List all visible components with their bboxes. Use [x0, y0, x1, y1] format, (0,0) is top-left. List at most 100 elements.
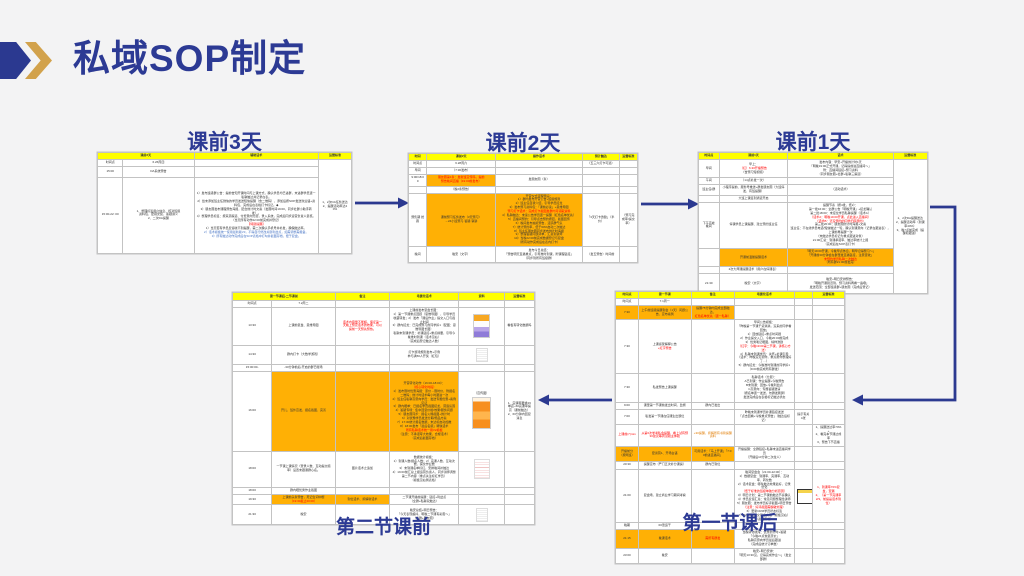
table-cell: 备注	[334, 292, 391, 301]
cell-line: 班主任/群	[702, 187, 716, 192]
table-cell	[811, 304, 846, 321]
table-cell: 大班上课签到通道开启	[718, 195, 789, 204]
table-cell: 1、完课率要求26单店~60完课率提高（课前触达）2、60分钟内回复消息	[503, 370, 536, 452]
table-cell: 可用话术：「马上开课」「7:00前进直播间」	[690, 446, 736, 462]
table-cell: 时间点	[407, 159, 428, 168]
table-cell: 运营标准	[317, 152, 353, 160]
cell-line: 21:15	[623, 536, 631, 541]
cell-line: 话术内容量不能超，保证第一	[342, 319, 382, 324]
cell-line: 时间	[414, 154, 421, 158]
cell-line: 打卡游戏规则发布+示例	[408, 350, 441, 355]
table-cell: DA系统预告	[122, 165, 195, 178]
cell-line: 资料	[478, 293, 485, 298]
cell-line: 1）第一节课重点回顾（思维导图），引导学员收藏转发；2）发布「课后作业」提交入口…	[393, 311, 456, 324]
cell-line: 昨晚未到课学员补课链接发送	[744, 410, 784, 415]
cell-line: 上课感受解释公告	[652, 341, 677, 346]
table-cell: （14点补发一次）	[718, 177, 789, 186]
table-cell	[698, 266, 720, 275]
table-cell: 早间公告模板：「昨晚第一节课干货满满，没来的同学看回放」1）回放链接+重点时间戳…	[734, 319, 795, 375]
table-cell: 7:30	[615, 319, 639, 375]
table-cell: 晚安（文字）	[426, 246, 496, 264]
cell-line: 晚安+明日安排：	[752, 548, 776, 553]
cell-line: 晚课话术	[658, 536, 671, 541]
cell-line: 午间	[705, 178, 712, 183]
table-cell: 23:00	[615, 547, 639, 564]
cell-line: （当天所有动作22:00前完成并登记）	[231, 218, 281, 223]
table-cell	[618, 246, 639, 264]
table-cell: 提醒75分钟内完成全部触达，红色名单优先（逐一私聊）	[690, 304, 736, 321]
cell-line: 【特别提醒】	[247, 222, 266, 227]
table-cell: 1）发布班级群公告：提前告知开课时间与上课方式，确认学员均已进群，未进群学员逐一…	[193, 176, 319, 254]
cell-line: 下午高峰 晚间	[702, 220, 715, 229]
cell-line: 4）答疑专场：集中回复价格/效果/服务问题	[395, 408, 453, 413]
table-cell: 从第6次学考私会提醒，看上试有预30建议等周试验主体验	[637, 423, 692, 448]
cell-line: （全群+私聊双触达）	[409, 498, 439, 503]
cell-line: 晚安	[300, 512, 307, 517]
cell-line: 所有私聊话术统一用V2模板	[405, 427, 443, 432]
cell-line: 辅助话术	[250, 153, 263, 158]
table-cell: 备注	[690, 291, 736, 299]
table-cell: 图片话术之追加	[334, 450, 391, 488]
cell-line: 时间点	[413, 160, 423, 165]
cell-line: 7）22:00前提交复盘文档（模板见右）	[738, 512, 790, 517]
table-cell: 运营标准	[811, 291, 846, 299]
cell-line: 运营标准	[513, 293, 526, 298]
table-cell: 16:00	[231, 370, 273, 452]
cell-line: 6.26周四	[152, 160, 165, 164]
table-cell: 13:30	[231, 306, 273, 346]
table-cell: 上课前发布复盘长图：1）第一节课重点回顾（思维导图），引导学员收藏转发；2）发布…	[389, 306, 460, 346]
table-cell: 运营标准	[503, 292, 536, 301]
cell-line: 提醒宣布（严门五次补分课提）	[643, 462, 686, 467]
cell-line: 6）晚间发布抽奖预告，活跃群气氛	[515, 220, 563, 225]
table-cell: 晚间	[407, 246, 428, 264]
table-cell	[690, 373, 736, 404]
cell-line: 4）私聊触达：未读公告学员逐一提醒（红色名单优先）	[502, 213, 576, 218]
table-cell	[494, 159, 584, 168]
cell-line: 上课前复盘、思维导图	[288, 323, 319, 328]
cell-line: 可用话术：「马上开课」「7:00前进直播间」	[694, 449, 732, 457]
cell-line: 13:30	[248, 323, 256, 328]
table-cell	[811, 409, 846, 425]
cell-line: （完成后登记触达人数）	[407, 339, 441, 344]
table-cell	[811, 446, 846, 462]
cell-line: 第三批20:00：朋友圈倒计时海报+文案	[814, 222, 867, 227]
cell-line: 群内已到位	[705, 462, 721, 467]
table-cell: 班主任/群	[698, 184, 720, 197]
cell-line: 3）朋友圈发布课程预告海报，配合倒计时文案（发圈时间19:00，同步社群小助手转…	[200, 206, 312, 215]
table-cell: 看板有转化数据吗	[503, 306, 536, 346]
cell-line: 3、预告下节直播	[817, 440, 840, 445]
table-cell: 预售期 抢跑	[407, 192, 428, 248]
cell-line: 晚安	[661, 552, 668, 557]
table-cell: 21:00	[615, 468, 639, 524]
cell-line: 上课前发布复盘长图：	[409, 307, 440, 312]
table-cell	[458, 504, 505, 526]
cell-line: 5）群内接龙：今晚准时到课的同学扣1	[738, 363, 790, 368]
table-cell: 开儿、班外宣发、报名截图、完善	[271, 370, 336, 452]
cell-line: 4）私聊未到课学员：关怀+补课引导	[740, 351, 789, 356]
cell-line: →24小班预习·答疑·销讲	[444, 218, 478, 223]
cell-line: 3、晚7点前完成（提醒和跟进）	[896, 227, 924, 236]
cell-line: （注意：不承诺夸大效果，合规话术）	[398, 431, 450, 436]
cell-line: 提示有关4张	[797, 411, 810, 420]
cell-line: 2）班主任自我介绍，引导学员接龙	[515, 201, 563, 206]
cell-line: 「预告明天直播重点，引导准时到课，附课程链接」	[504, 251, 574, 256]
cell-line: 晚安（文字）	[744, 280, 763, 285]
cell-line: 发布内容：早安+开播倒计时1天	[819, 159, 862, 164]
table-cell: 21:15	[615, 529, 639, 549]
cell-line: 1）发布班级群公告：提前告知开课时间与上课方式，确认学员均已进群，未进群学员逐一…	[196, 191, 316, 199]
pre1-sop-table: 时间点课前1天话术运营标准早间早上：（红）6.30开播预告（含预习短视频）发布内…	[698, 152, 929, 295]
table-cell	[458, 486, 505, 495]
cell-line: 看板有转化数据吗	[507, 323, 532, 328]
cell-line: 6.28周六	[455, 160, 468, 165]
cell-line: 开播提醒：全群链接+私聊未进直播间学员	[737, 447, 791, 456]
